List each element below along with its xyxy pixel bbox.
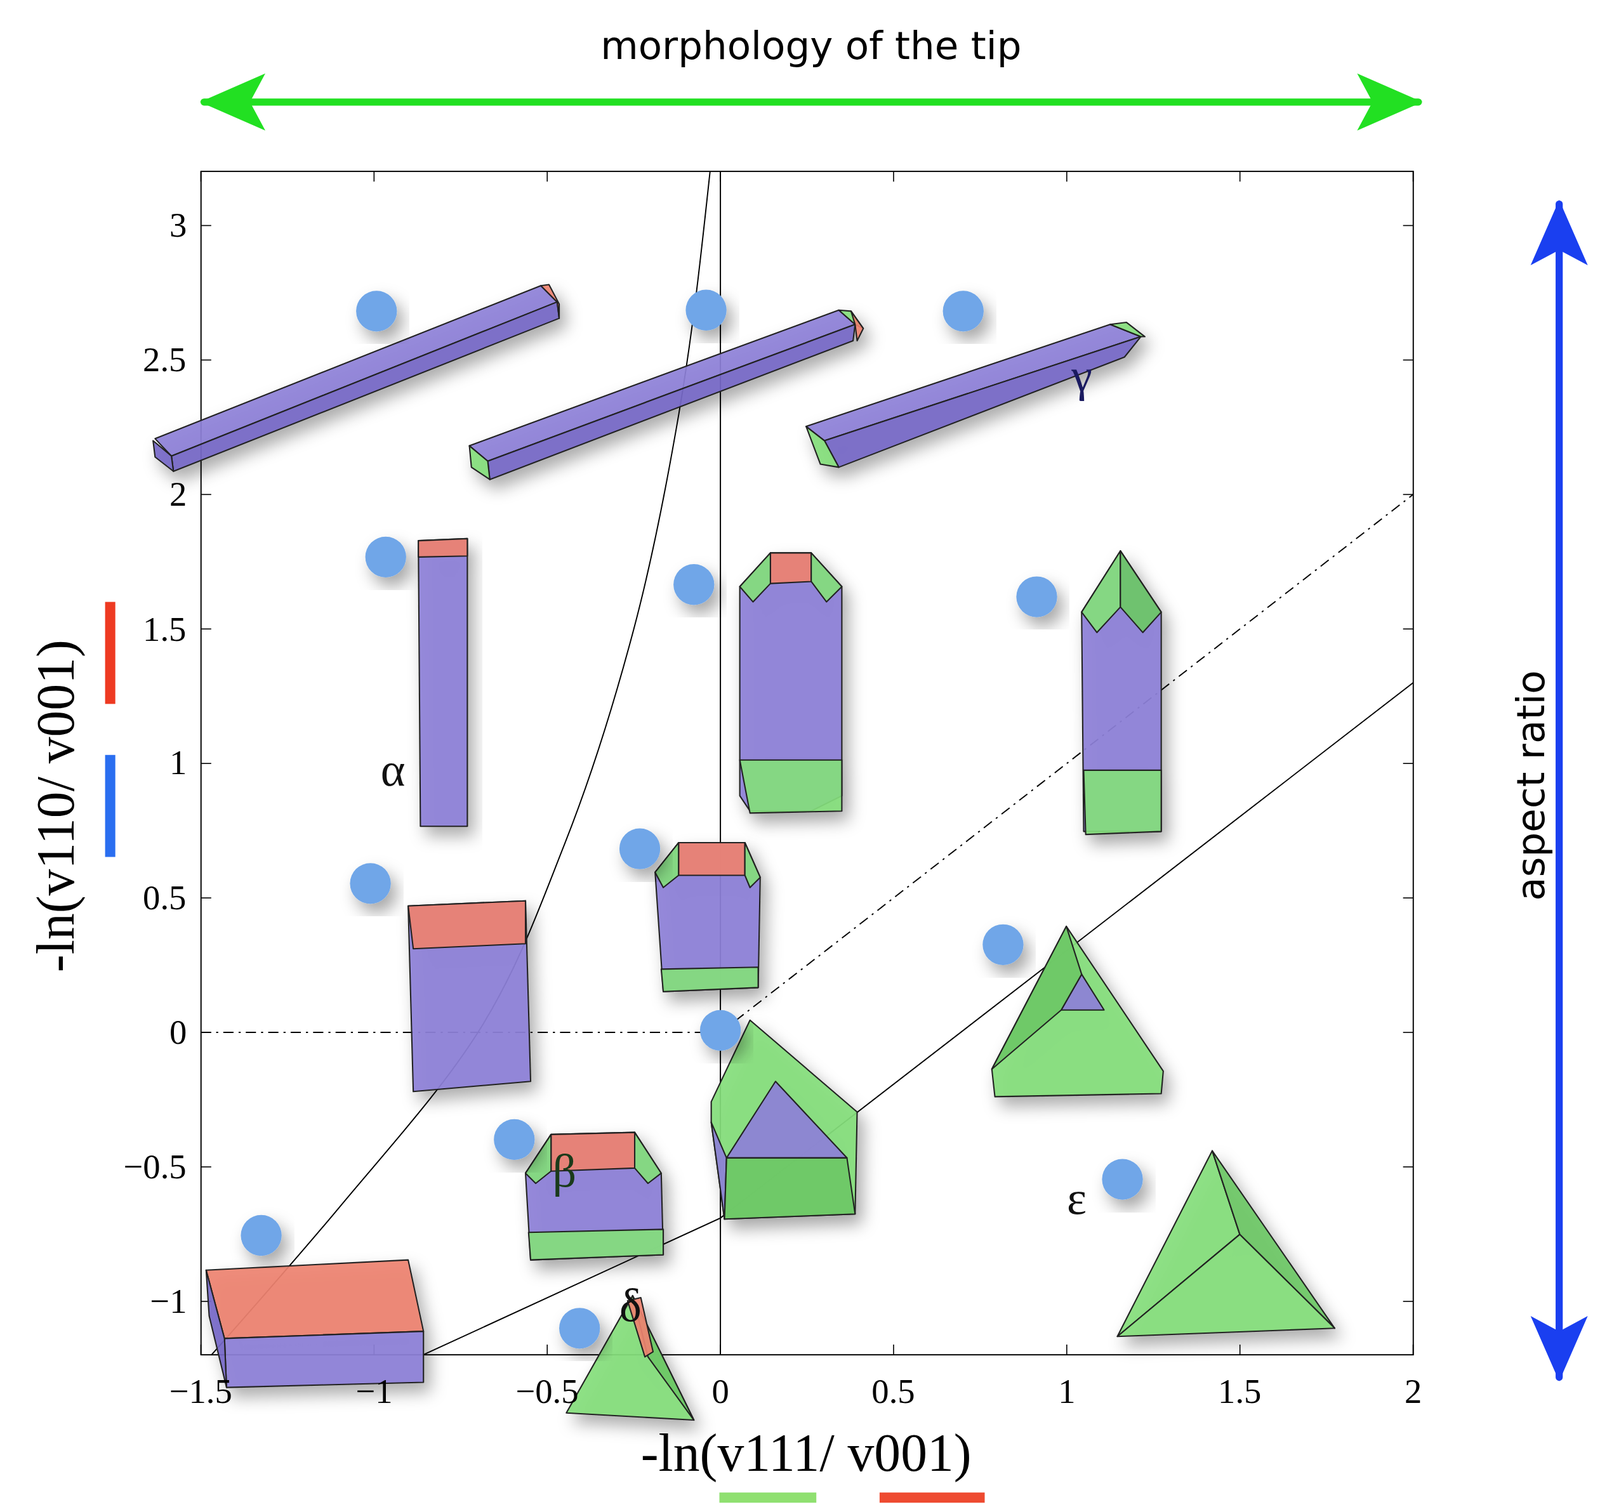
data-point	[685, 290, 727, 331]
y-tick-label: 1.5	[142, 611, 186, 647]
x-tick-label: −1	[355, 1374, 393, 1410]
arrow-head	[1356, 73, 1423, 131]
phase-label: β	[552, 1148, 577, 1196]
y-tick-label: 1	[169, 746, 187, 782]
x-tick-label: −0.5	[515, 1374, 579, 1410]
guide-arrows	[199, 73, 1588, 1382]
crystal-shape	[1117, 1151, 1335, 1338]
x-tick-label: 0.5	[871, 1374, 915, 1410]
top-guide-label: morphology of the tip	[600, 26, 1022, 66]
data-point	[943, 290, 984, 332]
crystal-shape	[525, 1132, 664, 1261]
y-tick-label: 0.5	[142, 880, 186, 916]
data-point	[1101, 1158, 1143, 1200]
crystal-shape	[1081, 550, 1161, 835]
y-tick-label: 2.5	[142, 342, 186, 378]
data-point	[356, 290, 397, 332]
phase-label: α	[380, 747, 406, 794]
double-arrow	[1555, 204, 1563, 1378]
crystal-shapes	[152, 284, 1335, 1421]
colour-bar	[105, 602, 116, 705]
phase-label: γ	[1071, 352, 1093, 400]
x-tick-label: −1.5	[169, 1374, 233, 1410]
x-tick-label: 2	[1404, 1374, 1422, 1410]
arrow-head	[1530, 1316, 1588, 1382]
y-tick-label: 3	[169, 208, 187, 244]
phase-label: δ	[619, 1282, 642, 1330]
x-axis-title: -ln(v111/ v001)	[641, 1427, 972, 1481]
data-point	[982, 924, 1024, 966]
y-tick-label: −1	[149, 1284, 187, 1320]
colour-bar	[719, 1492, 817, 1503]
x-tick-label: 0	[711, 1374, 729, 1410]
data-point	[1016, 576, 1057, 617]
data-point	[673, 564, 715, 605]
crystal-shape	[711, 1020, 858, 1220]
data-point	[493, 1119, 535, 1161]
colour-bar	[879, 1492, 986, 1503]
y-tick-label: 2	[169, 477, 187, 513]
crystal-shape	[469, 310, 864, 480]
crystal-shape	[418, 538, 468, 827]
data-point	[365, 536, 407, 578]
data-points	[240, 290, 1143, 1350]
data-point	[619, 828, 661, 870]
phase-label: ε	[1066, 1175, 1087, 1223]
crystal-shape	[806, 322, 1145, 468]
x-tick-label: 1	[1057, 1374, 1076, 1410]
crystal-shape	[654, 842, 761, 992]
data-point	[559, 1308, 600, 1349]
colour-bar	[105, 755, 116, 858]
y-axis-title: -ln(v110/ v001)	[29, 639, 84, 973]
data-point	[349, 863, 391, 904]
double-arrow	[204, 98, 1419, 106]
crystal-shape	[740, 552, 843, 814]
data-point	[700, 1010, 741, 1052]
x-tick-label: 1.5	[1217, 1374, 1262, 1410]
side-guide-label: aspect ratio	[1511, 670, 1550, 901]
arrow-head	[199, 73, 266, 131]
y-tick-label: 0	[169, 1015, 187, 1051]
y-tick-label: −0.5	[123, 1150, 187, 1185]
data-point	[240, 1215, 282, 1257]
crystal-shape	[408, 901, 531, 1093]
arrow-head	[1530, 199, 1588, 266]
crystal-shape	[206, 1260, 424, 1389]
